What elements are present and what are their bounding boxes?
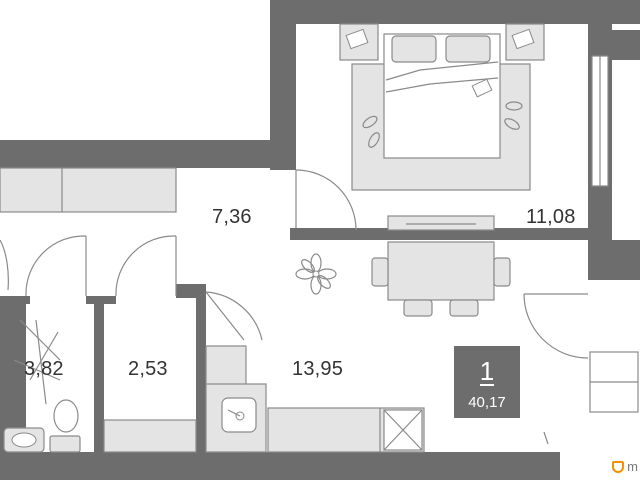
watermark: m bbox=[612, 459, 638, 474]
home-pin-icon bbox=[612, 461, 625, 473]
plant bbox=[295, 253, 337, 295]
kitchen bbox=[205, 345, 425, 453]
room-count-underline bbox=[480, 384, 494, 386]
doors bbox=[0, 169, 589, 359]
bathroom-fixtures bbox=[3, 319, 81, 453]
hallway-area-label: 7,36 bbox=[212, 206, 252, 228]
total-area: 40,17 bbox=[468, 394, 506, 411]
kitchen-living-area-label: 13,95 bbox=[292, 358, 344, 380]
wardrobe bbox=[0, 167, 177, 213]
floor-mark bbox=[543, 431, 549, 445]
bathroom-area-label: 3,82 bbox=[24, 358, 64, 380]
window-right bbox=[589, 55, 639, 413]
apartment-badge: 1 40,17 bbox=[454, 346, 520, 418]
watermark-text: m bbox=[627, 459, 638, 474]
dining-table bbox=[371, 215, 511, 317]
wc-area-label: 2,53 bbox=[128, 358, 168, 380]
bedroom-area-label: 11,08 bbox=[526, 206, 576, 228]
room-count: 1 bbox=[479, 356, 495, 386]
wc-counter bbox=[103, 419, 197, 453]
bed bbox=[339, 23, 545, 191]
